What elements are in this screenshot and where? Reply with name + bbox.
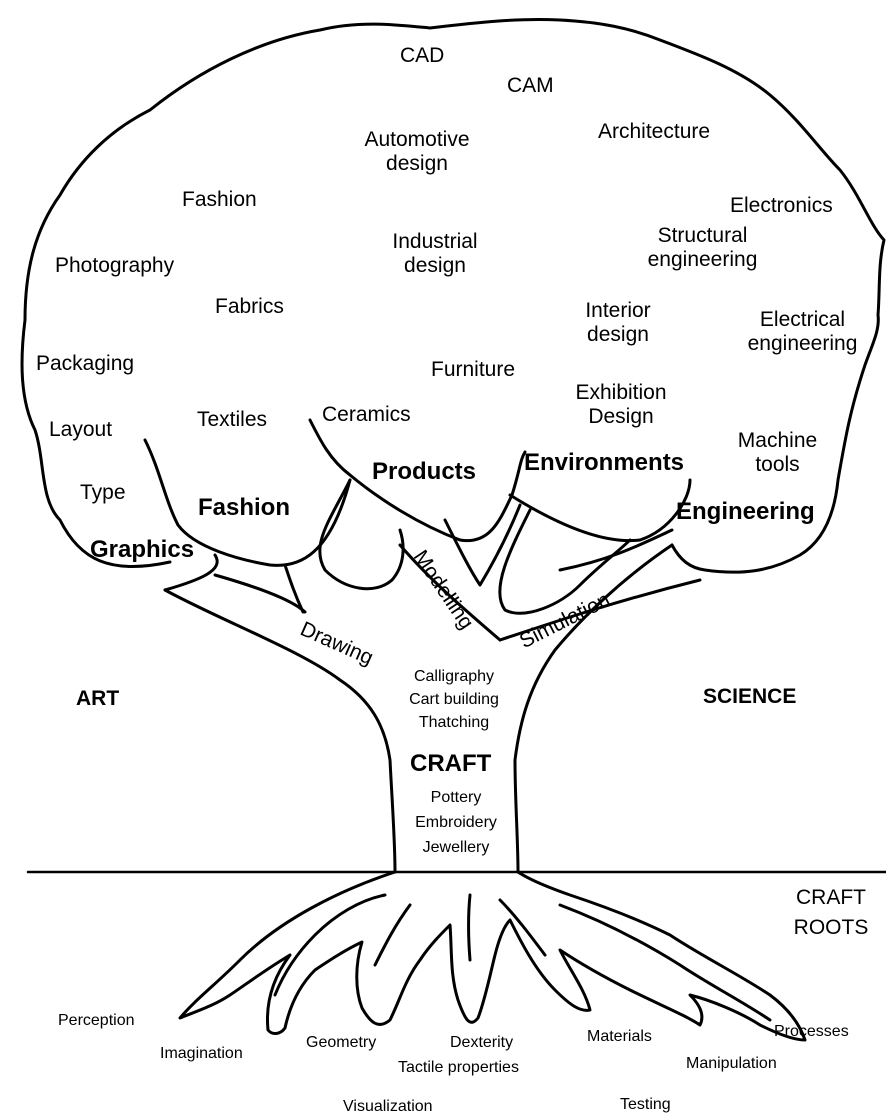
trunk-item: Jewellery — [396, 835, 516, 860]
root-processes: Processes — [774, 1023, 849, 1041]
side-label-art: ART — [76, 687, 119, 711]
branch-label-fashion: Fashion — [198, 494, 290, 522]
root-imagination: Imagination — [160, 1045, 243, 1063]
branch-label-products: Products — [372, 458, 476, 486]
term-photography: Photography — [55, 254, 174, 278]
term-cad: CAD — [400, 44, 444, 68]
trunk-item: Thatching — [394, 711, 514, 734]
side-label-science: SCIENCE — [703, 685, 796, 709]
term-cam: CAM — [507, 74, 554, 98]
trunk-item: Pottery — [396, 785, 516, 810]
roots-outline — [180, 872, 805, 1040]
term-textiles: Textiles — [197, 408, 267, 432]
term-architecture: Architecture — [598, 120, 710, 144]
root-inner-5 — [560, 905, 770, 1020]
term-electronics: Electronics — [730, 194, 833, 218]
root-geometry: Geometry — [306, 1034, 376, 1052]
term-layout: Layout — [49, 418, 112, 442]
trunk-left — [165, 590, 395, 872]
branch-label-environments: Environments — [524, 449, 684, 477]
trunk-item: Embroidery — [396, 810, 516, 835]
trunk-item: Cart building — [394, 688, 514, 711]
root-testing: Testing — [620, 1096, 671, 1114]
root-tactile-properties: Tactile properties — [398, 1059, 519, 1077]
trunk-item: Calligraphy — [394, 665, 514, 688]
root-materials: Materials — [587, 1028, 652, 1046]
root-inner-1 — [275, 895, 385, 995]
branch-label-engineering: Engineering — [676, 498, 815, 526]
limb-ceramics — [320, 480, 403, 589]
root-dexterity: Dexterity — [450, 1034, 513, 1052]
branch-label-graphics: Graphics — [90, 536, 194, 564]
canopy-outline — [22, 19, 884, 572]
roots-title: CRAFT ROOTS — [776, 883, 886, 943]
root-inner-3 — [469, 895, 471, 960]
root-manipulation: Manipulation — [686, 1055, 777, 1073]
root-visualization: Visualization — [343, 1098, 433, 1116]
term-fabrics: Fabrics — [215, 295, 284, 319]
trunk-upper-list: Calligraphy Cart building Thatching — [394, 665, 514, 734]
root-perception: Perception — [58, 1012, 135, 1030]
term-furniture: Furniture — [431, 358, 515, 382]
root-inner-2 — [375, 905, 410, 965]
term-fashion: Fashion — [182, 188, 257, 212]
term-type: Type — [80, 481, 126, 505]
limb-engineering — [560, 530, 672, 570]
trunk-lower-list: Pottery Embroidery Jewellery — [396, 785, 516, 860]
branch-environments — [510, 480, 690, 541]
term-packaging: Packaging — [36, 352, 134, 376]
limb-modelling — [445, 505, 520, 585]
trunk-title: CRAFT — [410, 750, 491, 778]
term-ceramics: Ceramics — [322, 403, 411, 427]
